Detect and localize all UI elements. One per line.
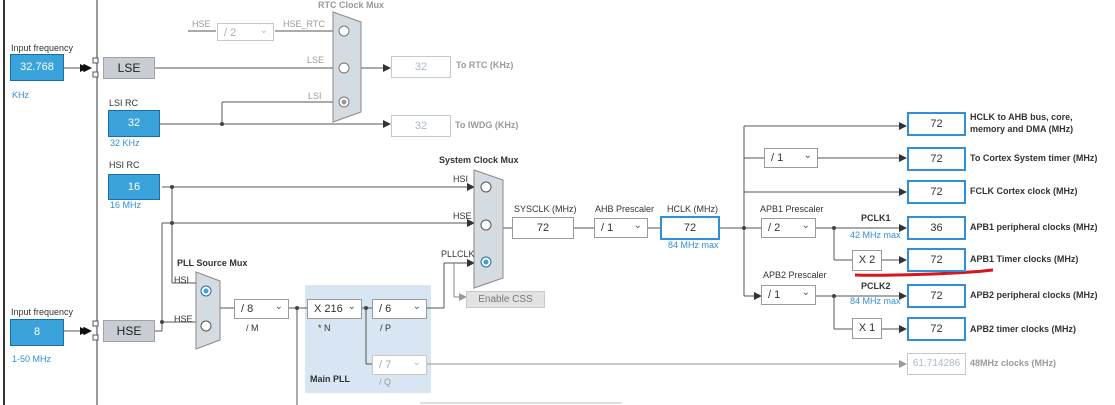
pll-m-divider-select[interactable]: / 8⌄ (234, 299, 289, 319)
apb2-max: 84 MHz max (850, 296, 901, 306)
rtc-output-value: 32 (391, 56, 451, 78)
enable-css-button[interactable]: Enable CSS (466, 291, 545, 308)
lsi-value: 32 (108, 110, 160, 137)
hclk-ahb-output[interactable]: 72 (907, 112, 966, 136)
apb2-prescaler-label: APB2 Prescaler (763, 270, 827, 280)
hclk-value[interactable]: 72 (660, 216, 720, 240)
ahb-prescaler-select[interactable]: / 1⌄ (594, 218, 648, 238)
rtc-lse-label: LSE (307, 55, 325, 65)
apb1-timer-output[interactable]: 72 (907, 248, 966, 272)
rtc-hse-rtc-label: HSE_RTC (283, 19, 325, 29)
hclk-max: 84 MHz max (668, 240, 719, 250)
usb-48mhz-output: 61.714286 (907, 353, 966, 375)
chevron-down-icon: ⌄ (803, 150, 812, 161)
chevron-down-icon: ⌄ (259, 25, 268, 36)
apb1-peripheral-output-label: APB1 peripheral clocks (MHz) (970, 222, 1098, 232)
apb1-prescaler-label: APB1 Prescaler (760, 204, 824, 214)
pll-n-label: * N (318, 323, 331, 333)
apb2-timer-output-label: APB2 timer clocks (MHz) (970, 324, 1077, 334)
cortex-timer-divider-select[interactable]: / 1⌄ (764, 148, 818, 168)
pll-q-divider-select[interactable]: / 7⌄ (372, 355, 427, 375)
hsi-value: 16 (108, 174, 160, 200)
sysclk-mux-hse: HSE (453, 211, 472, 221)
rtc-output-label: To RTC (KHz) (456, 60, 514, 70)
pll-source-hse: HSE (174, 314, 193, 324)
apb2-peripheral-output[interactable]: 72 (907, 284, 966, 308)
fclk-output[interactable]: 72 (907, 180, 966, 204)
pll-source-hsi: HSI (174, 275, 190, 285)
pll-source-mux-title: PLL Source Mux (177, 258, 248, 268)
hclk-ahb-output-label2: memory and DMA (MHz) (970, 124, 1074, 134)
lsi-unit: 32 KHz (110, 138, 140, 148)
apb1-timer-multiplier: X 2 (852, 250, 882, 271)
hse-input-label: Input frequency (11, 307, 74, 317)
rtc-lsi-label: LSI (308, 91, 322, 101)
hclk-ahb-output-label: HCLK to AHB bus, core, (970, 112, 1073, 122)
apb2-timer-output[interactable]: 72 (907, 317, 966, 341)
rtc-hse-divider-select[interactable]: / 2⌄ (217, 23, 274, 41)
sysclk-mux-pllclk: PLLCLK (441, 249, 475, 259)
lse-input-unit: KHz (12, 90, 30, 100)
apb2-peripheral-output-label: APB2 peripheral clocks (MHz) (970, 290, 1098, 300)
cortex-timer-output[interactable]: 72 (907, 147, 966, 171)
chevron-down-icon: ⌄ (801, 287, 810, 298)
pll-q-label: / Q (379, 377, 392, 387)
chevron-down-icon: ⌄ (347, 301, 356, 312)
hse-input-range: 1-50 MHz (12, 354, 52, 364)
pll-n-multiplier-select[interactable]: X 216⌄ (307, 299, 362, 319)
pll-p-divider-select[interactable]: / 6⌄ (372, 299, 427, 319)
rtc-hse-label: HSE (192, 19, 211, 29)
pclk2-label: PCLK2 (861, 281, 891, 291)
ahb-prescaler-label: AHB Prescaler (595, 204, 655, 214)
pclk1-label: PCLK1 (861, 213, 891, 223)
lsi-title: LSI RC (109, 98, 139, 108)
sysclk-mux-title: System Clock Mux (439, 155, 519, 165)
pll-m-label: / M (246, 323, 259, 333)
hsi-title: HSI RC (109, 160, 140, 170)
chevron-down-icon: ⌄ (412, 301, 421, 312)
apb2-timer-multiplier: X 1 (852, 318, 882, 339)
chevron-down-icon: ⌄ (633, 220, 642, 231)
lse-input-frequency[interactable]: 32.768 (10, 54, 64, 81)
chevron-down-icon: ⌄ (801, 220, 810, 231)
usb-48mhz-output-label: 48MHz clocks (MHz) (970, 358, 1057, 368)
apb1-timer-output-label: APB1 Timer clocks (MHz) (970, 254, 1079, 264)
iwdg-output-label: To IWDG (KHz) (455, 120, 519, 130)
apb1-peripheral-output[interactable]: 36 (907, 216, 966, 240)
hclk-label: HCLK (MHz) (667, 204, 718, 214)
chevron-down-icon: ⌄ (412, 357, 421, 368)
apb2-prescaler-select[interactable]: / 1⌄ (761, 285, 816, 305)
sysclk-value: 72 (512, 217, 574, 239)
hse-button[interactable]: HSE (103, 320, 155, 342)
lse-input-label: Input frequency (11, 43, 74, 53)
sysclk-label: SYSCLK (MHz) (514, 204, 577, 214)
chevron-down-icon: ⌄ (274, 301, 283, 312)
rtc-mux-title: RTC Clock Mux (318, 0, 385, 10)
hsi-unit: 16 MHz (110, 200, 142, 210)
hse-input-frequency[interactable]: 8 (10, 319, 64, 346)
fclk-output-label: FCLK Cortex clock (MHz) (970, 186, 1078, 196)
apb1-prescaler-select[interactable]: / 2⌄ (761, 218, 816, 238)
red-annotation-underline (854, 268, 994, 277)
cortex-timer-output-label: To Cortex System timer (MHz) (970, 153, 1098, 163)
apb1-max: 42 MHz max (850, 230, 901, 240)
iwdg-output-value: 32 (391, 115, 451, 137)
main-pll-title: Main PLL (310, 374, 350, 384)
pll-p-label: / P (380, 323, 392, 333)
lse-button[interactable]: LSE (103, 57, 155, 79)
sysclk-mux-hsi: HSI (453, 174, 469, 184)
